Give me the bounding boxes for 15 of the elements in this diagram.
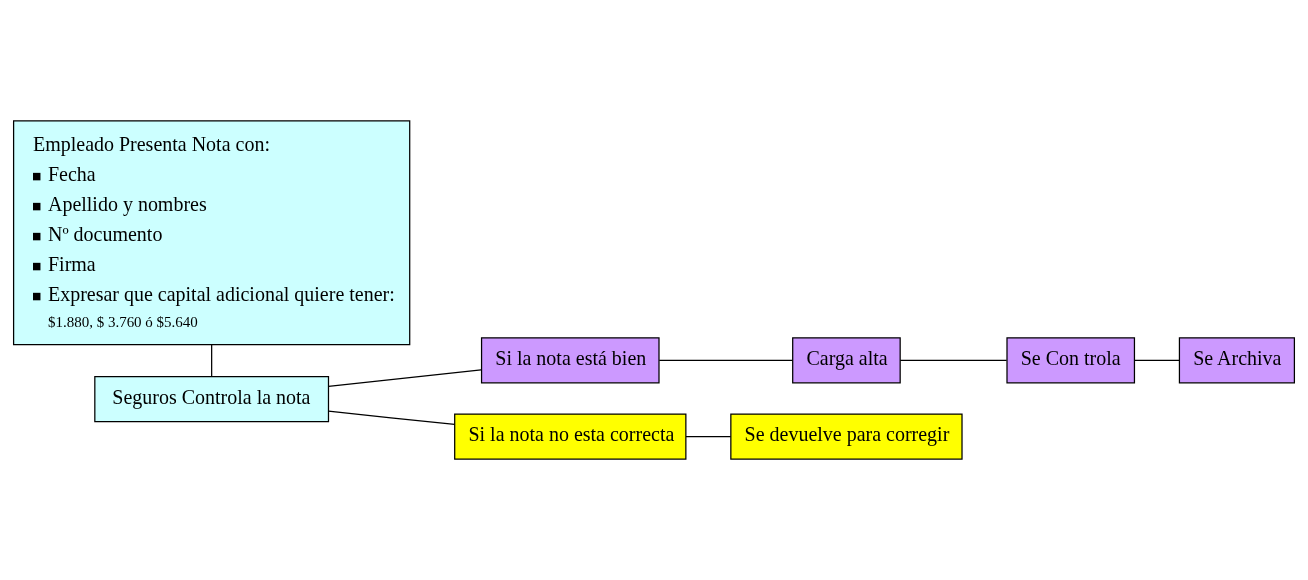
connector bbox=[658, 359, 794, 361]
node-box: Si la nota está bien bbox=[480, 337, 660, 384]
connector bbox=[1134, 359, 1180, 361]
node-box: Se Archiva bbox=[1178, 337, 1295, 384]
node-box: Carga alta bbox=[792, 337, 901, 384]
node-box: Se devuelve para corregir bbox=[730, 413, 963, 460]
connector bbox=[327, 410, 456, 426]
connector bbox=[211, 344, 213, 377]
connector bbox=[899, 359, 1008, 361]
connector bbox=[685, 435, 732, 438]
node-box: Si la nota no esta correcta bbox=[454, 413, 687, 460]
node-box: Seguros Controla la nota bbox=[94, 375, 330, 423]
node-box: Empleado Presenta Nota con: Fecha Apellido y nombres Nº documento Firma Expresar que capital adicional quiere tener: $1.880, $ 3.760 ó $5.640 bbox=[13, 120, 411, 346]
connector bbox=[327, 369, 482, 388]
node-box: Se Con trola bbox=[1006, 337, 1136, 384]
